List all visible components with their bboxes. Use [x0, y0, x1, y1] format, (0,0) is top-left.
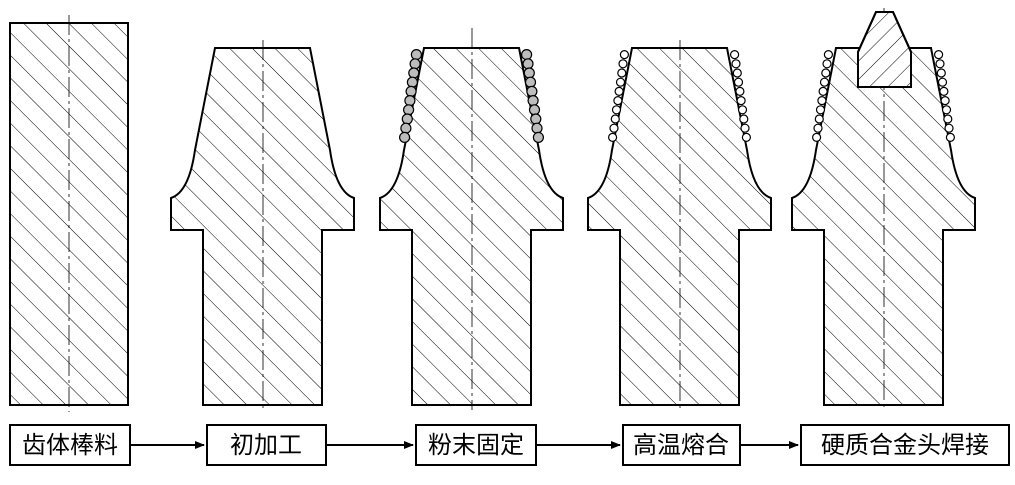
coating-bead [526, 77, 536, 87]
coating-bead [524, 68, 534, 78]
coating-bead [619, 60, 627, 68]
step-label-5: 硬质合金头焊接 [821, 431, 989, 459]
coating-bead [618, 69, 626, 77]
coating-bead [737, 97, 745, 105]
coating-bead [740, 115, 748, 123]
coating-bead [409, 68, 419, 78]
step-label-4: 高温熔合 [633, 431, 729, 459]
coating-bead [407, 77, 417, 87]
coating-bead [523, 59, 533, 69]
coating-bead [824, 51, 832, 59]
coating-bead [735, 78, 743, 86]
coating-bead [530, 105, 540, 115]
stage-carbide-welding [792, 8, 975, 410]
coating-bead [814, 124, 822, 132]
coating-bead [823, 60, 831, 68]
coating-bead [943, 106, 951, 114]
coating-bead [821, 78, 829, 86]
coating-bead [410, 59, 420, 69]
coating-bead [609, 133, 617, 141]
coating-bead [819, 87, 827, 95]
stage-powder-fixing [380, 28, 563, 410]
stage-initial-machining [171, 40, 354, 410]
coating-bead [741, 124, 749, 132]
coating-bead [614, 97, 622, 105]
coating-bead [402, 114, 412, 124]
coating-bead [937, 69, 945, 77]
coating-bead [404, 105, 414, 115]
coating-bead [401, 123, 411, 133]
coating-bead [731, 51, 739, 59]
coating-bead [936, 60, 944, 68]
carbide-tip [858, 12, 911, 87]
step-label-1: 齿体棒料 [22, 431, 118, 459]
coating-bead [739, 106, 747, 114]
coating-bead [411, 50, 421, 60]
coating-bead [742, 133, 750, 141]
coating-bead [611, 115, 619, 123]
coating-bead [405, 96, 415, 106]
coating-bead [945, 124, 953, 132]
coating-bead [400, 132, 410, 142]
coating-bead [939, 78, 947, 86]
coating-bead [615, 87, 623, 95]
coating-bead [613, 106, 621, 114]
coating-bead [528, 96, 538, 106]
coating-bead [941, 97, 949, 105]
coating-bead [822, 69, 830, 77]
coating-bead [817, 106, 825, 114]
coating-bead [406, 86, 416, 96]
coating-bead [944, 115, 952, 123]
coating-bead [532, 123, 542, 133]
coating-bead [620, 51, 628, 59]
coating-bead [813, 133, 821, 141]
step-label-2: 初加工 [230, 431, 302, 459]
coating-bead [527, 86, 537, 96]
coating-bead [946, 133, 954, 141]
coating-bead [610, 124, 618, 132]
coating-bead [617, 78, 625, 86]
coating-bead [736, 87, 744, 95]
coating-bead [733, 69, 741, 77]
tooth-body-machined [171, 48, 354, 405]
step-label-3: 粉末固定 [428, 431, 524, 459]
stage-bar-stock [10, 15, 128, 412]
coating-bead [732, 60, 740, 68]
coating-bead [815, 115, 823, 123]
coating-bead [533, 132, 543, 142]
coating-bead [531, 114, 541, 124]
coating-bead [818, 97, 826, 105]
coating-bead [522, 50, 532, 60]
coating-bead [940, 87, 948, 95]
coating-bead [935, 51, 943, 59]
stage-high-temp-fusion [588, 40, 771, 410]
